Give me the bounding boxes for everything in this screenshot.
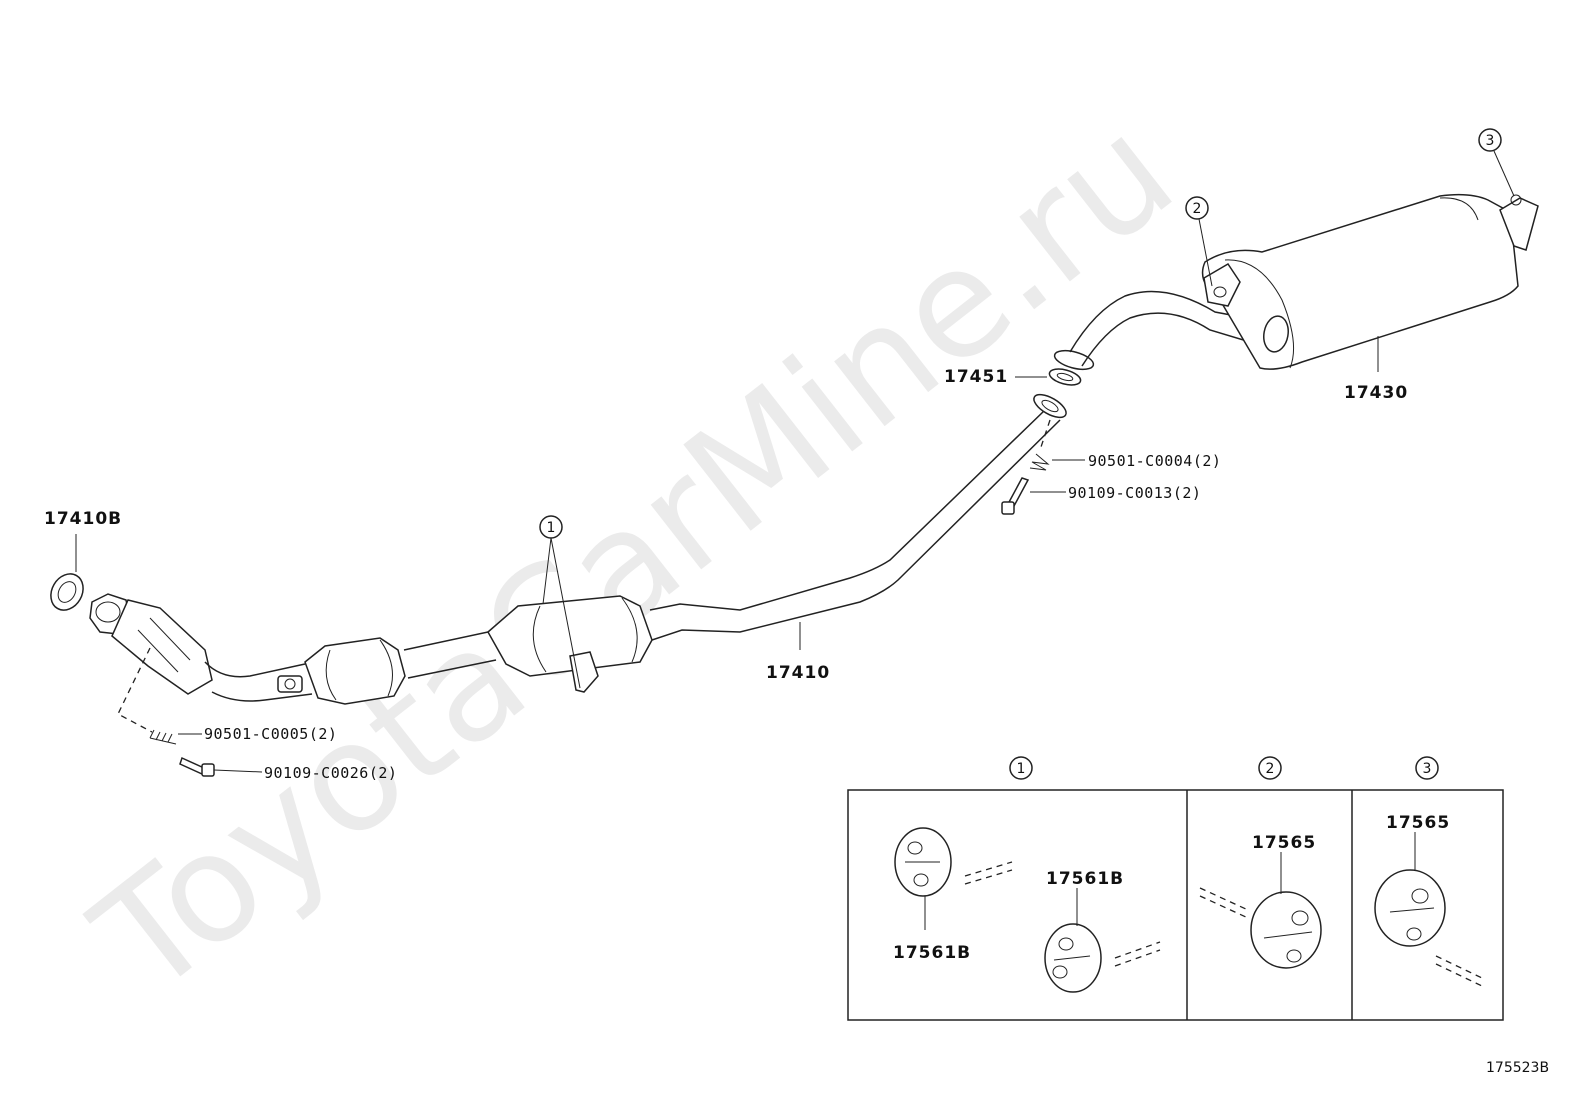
label-17410B: 17410B xyxy=(44,509,122,529)
bolt-90109-C0026[interactable] xyxy=(179,756,215,777)
rubber-hanger-17561B-b[interactable] xyxy=(1044,923,1161,993)
rubber-hanger-17561B-a[interactable] xyxy=(894,827,1013,897)
label-17565-a: 17565 xyxy=(1252,833,1316,853)
svg-text:2: 2 xyxy=(1193,201,1202,217)
bolt-guide-line-front xyxy=(117,647,153,733)
callout-2[interactable]: 2 xyxy=(1185,196,1213,287)
label-90501-C0004: 90501-C0004(2) xyxy=(1088,452,1221,470)
label-90109-C0013: 90109-C0013(2) xyxy=(1068,484,1201,502)
bolt-guide-line-rear xyxy=(1039,419,1051,451)
callout-1[interactable]: 1 xyxy=(539,515,581,689)
label-17561B-b: 17561B xyxy=(1046,869,1124,889)
rubber-hanger-17565-b[interactable] xyxy=(1374,869,1483,987)
gasket-17410B[interactable] xyxy=(45,568,90,616)
watermark: ToyotaCarMine.ru xyxy=(64,84,1205,1028)
diagram-reference-code: 175523B xyxy=(1486,1060,1549,1076)
label-17410: 17410 xyxy=(766,663,830,683)
label-17561B-a: 17561B xyxy=(893,943,971,963)
label-17451: 17451 xyxy=(944,367,1008,387)
callout-3[interactable]: 3 xyxy=(1478,128,1515,197)
spring-90501-C0005[interactable] xyxy=(149,729,177,745)
label-90501-C0005: 90501-C0005(2) xyxy=(204,725,337,743)
detail-header-2: 2 xyxy=(1258,756,1282,780)
svg-text:3: 3 xyxy=(1423,761,1432,777)
front-exhaust-pipe-17410[interactable] xyxy=(45,390,1070,705)
detail-header-1: 1 xyxy=(1009,756,1033,780)
svg-text:3: 3 xyxy=(1486,133,1495,149)
hanger-detail-box: 1 2 3 17561B 17 xyxy=(847,756,1504,1021)
gasket-17451[interactable] xyxy=(1048,366,1083,388)
svg-text:2: 2 xyxy=(1266,761,1275,777)
spring-90501-C0004[interactable] xyxy=(1029,453,1050,471)
bolt-90109-C0013[interactable] xyxy=(1001,477,1030,515)
tail-pipe-muffler-17430[interactable] xyxy=(1053,193,1539,373)
rubber-hanger-17565-a[interactable] xyxy=(1199,887,1322,969)
detail-header-3: 3 xyxy=(1415,756,1439,780)
label-17565-b: 17565 xyxy=(1386,813,1450,833)
svg-text:1: 1 xyxy=(1017,761,1026,777)
label-90109-C0026: 90109-C0026(2) xyxy=(264,764,397,782)
label-17430: 17430 xyxy=(1344,383,1408,403)
svg-text:1: 1 xyxy=(547,520,556,536)
